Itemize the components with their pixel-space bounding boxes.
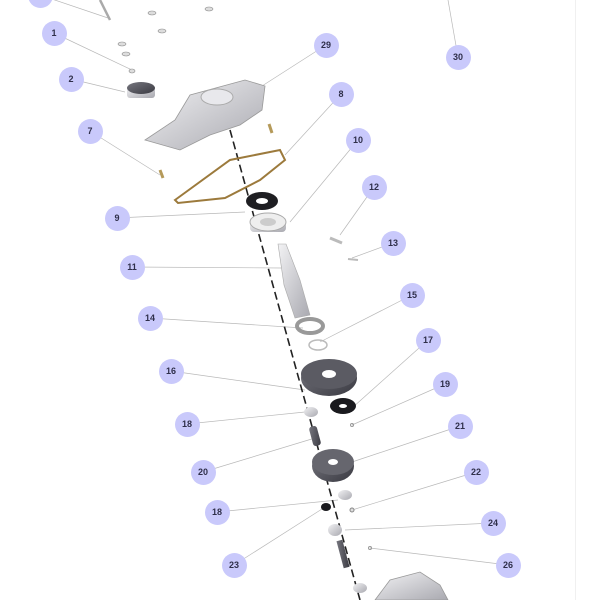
callout-2[interactable]: 2 (58, 66, 84, 92)
part-24-washer (328, 524, 342, 536)
page-border (575, 0, 576, 600)
part-29-housing (144, 79, 266, 151)
callout-17[interactable]: 17 (415, 327, 441, 353)
callout-15[interactable]: 15 (399, 282, 425, 308)
callout-16[interactable]: 16 (158, 358, 184, 384)
leader-line (351, 425, 461, 463)
callout-19[interactable]: 19 (432, 371, 458, 397)
leader-line (89, 130, 161, 176)
part-10-bearing (249, 212, 287, 232)
leader-line (149, 317, 304, 329)
callout-9[interactable]: 9 (104, 205, 130, 231)
callout-13[interactable]: 13 (380, 230, 406, 256)
leader-lines (53, 0, 509, 566)
leader-line (170, 370, 306, 391)
callout-10[interactable]: 10 (345, 127, 371, 153)
callout-26[interactable]: 26 (495, 552, 521, 578)
callout-partial[interactable] (27, 0, 53, 8)
leader-line (351, 471, 477, 511)
part-12-pin (329, 236, 343, 245)
callout-29[interactable]: 29 (313, 32, 339, 58)
part-19-ball (350, 423, 354, 427)
part-18-washer (338, 490, 352, 500)
leader-line (284, 93, 342, 156)
part-7-pin (158, 169, 165, 179)
leader-line (344, 522, 494, 531)
callout-18[interactable]: 18 (174, 411, 200, 437)
spindle (336, 539, 350, 569)
part-7-pin (267, 123, 274, 134)
callout-1[interactable]: 1 (41, 20, 67, 46)
part-16-gear (301, 359, 357, 396)
callout-11[interactable]: 11 (119, 254, 145, 280)
part-26-ball (368, 546, 372, 550)
callout-30[interactable]: 30 (445, 44, 471, 70)
part-13-screw (347, 258, 359, 261)
part-11-shaft (277, 243, 311, 319)
part-23-seal (321, 503, 331, 511)
leader-line (351, 383, 446, 426)
leader-line (53, 0, 109, 19)
bolt (98, 0, 112, 21)
callout-22[interactable]: 22 (463, 459, 489, 485)
callout-23[interactable]: 23 (221, 552, 247, 578)
part-20-spacer (309, 425, 321, 447)
shaft-axis (229, 129, 361, 600)
housing-bore (200, 88, 234, 106)
callout-12[interactable]: 12 (361, 174, 387, 200)
leader-line (351, 339, 429, 409)
leader-line (319, 294, 413, 343)
leader-line (131, 266, 283, 269)
part-21-gear (312, 449, 354, 482)
leader-line (233, 508, 323, 566)
part-22-screw (349, 507, 355, 513)
part-14-washer (295, 317, 325, 335)
lower-housing (374, 571, 449, 600)
callout-18[interactable]: 18 (204, 499, 230, 525)
callout-24[interactable]: 24 (480, 510, 506, 536)
part-18-washer (304, 407, 318, 417)
callout-8[interactable]: 8 (328, 81, 354, 107)
callout-21[interactable]: 21 (447, 413, 473, 439)
part-15-ring (308, 339, 328, 351)
leader-line (216, 499, 339, 513)
leader-line (369, 547, 509, 566)
part-8-gasket (173, 148, 287, 205)
lower-washer (353, 583, 367, 593)
part-2-cap (127, 82, 155, 98)
callout-20[interactable]: 20 (190, 459, 216, 485)
callout-7[interactable]: 7 (77, 118, 103, 144)
callout-14[interactable]: 14 (137, 305, 163, 331)
leader-line (116, 211, 246, 219)
leader-line (186, 411, 306, 425)
leader-line (289, 139, 359, 223)
screws (117, 6, 214, 74)
leader-line (53, 32, 133, 71)
leader-line (202, 437, 316, 473)
